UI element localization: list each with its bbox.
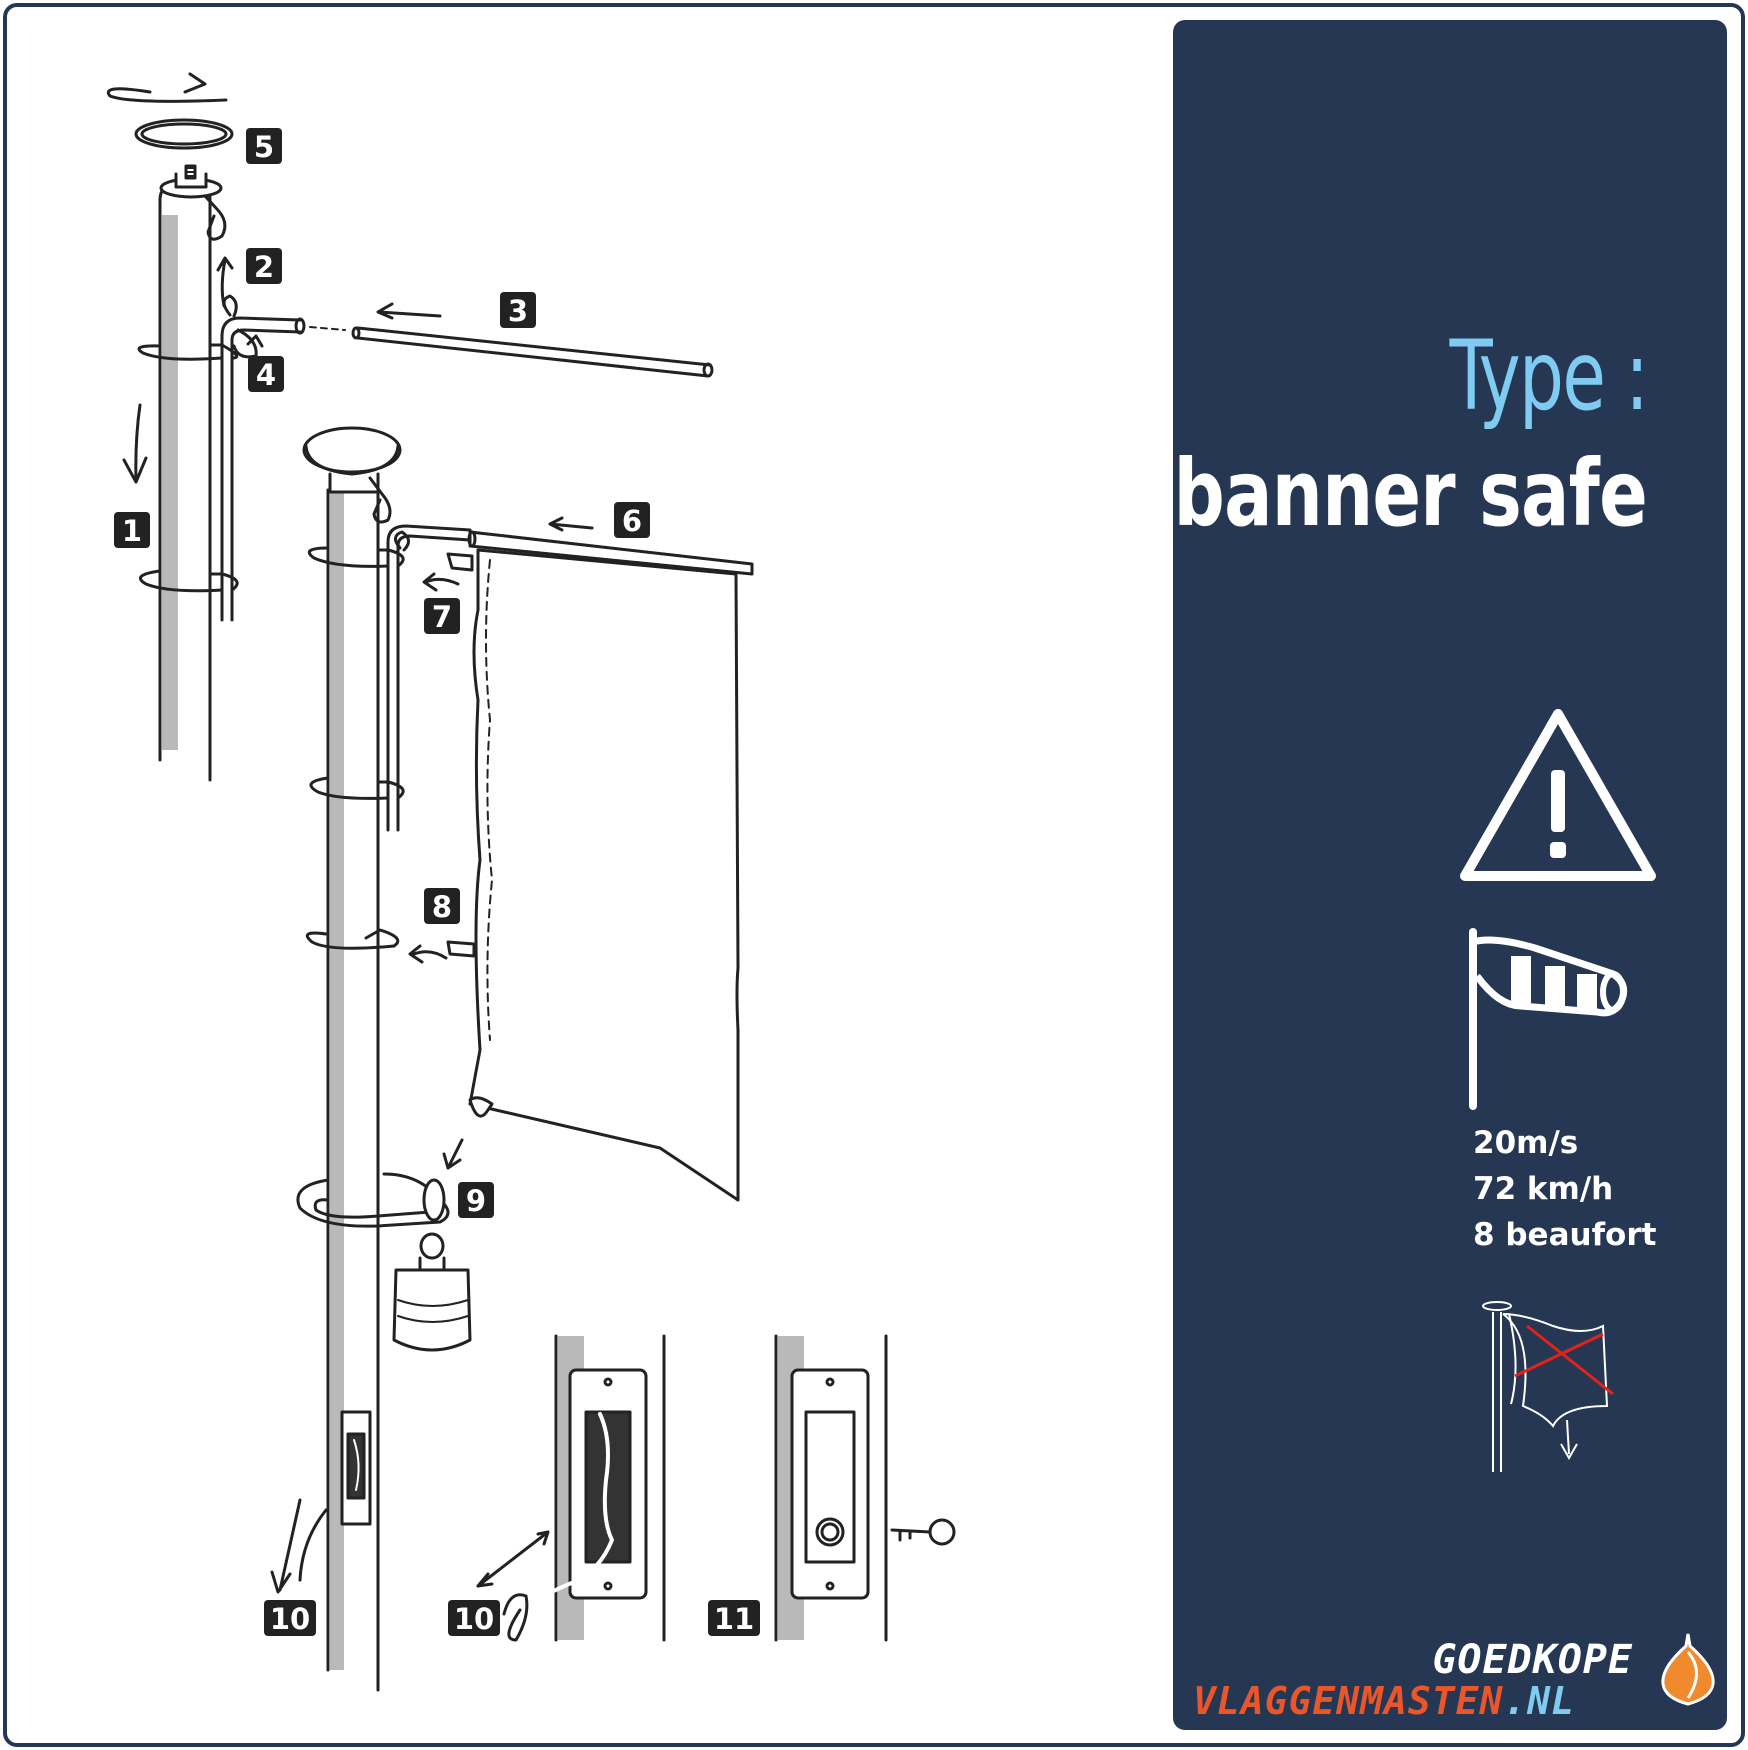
rod-3 (351, 302, 714, 378)
step-badge-2: 2 (246, 248, 282, 284)
svg-text:8: 8 (432, 890, 452, 924)
svg-text:10: 10 (270, 1602, 310, 1636)
key-icon (890, 1528, 932, 1542)
arrow-1 (122, 403, 148, 484)
flagpole-ball-icon (1661, 1633, 1715, 1706)
pole-2 (302, 426, 402, 1692)
step-badge-8: 8 (424, 888, 460, 924)
step-badge-3: 3 (500, 292, 536, 328)
logo-tld: .NL (1503, 1679, 1576, 1723)
detail-open-hatch (476, 1334, 666, 1642)
service-hatch-small (270, 1410, 372, 1594)
svg-text:4: 4 (256, 358, 276, 392)
svg-text:11: 11 (714, 1602, 754, 1636)
svg-text:2: 2 (254, 250, 274, 284)
hook-top-2 (368, 476, 392, 524)
step-badge-4: 4 (248, 356, 284, 392)
svg-text:10: 10 (454, 1602, 494, 1636)
hook-top-1 (203, 194, 227, 241)
logo-top-text: GOEDKOPE (1432, 1637, 1633, 1683)
info-panel: Type : banner safe 20m/s 72 km/h 8 beauf… (1173, 20, 1727, 1730)
lower-flag-icon (1482, 1301, 1614, 1472)
svg-text:6: 6 (622, 504, 642, 538)
windsock-icon (1469, 928, 1628, 1110)
banner (305, 516, 754, 1202)
step-badge-6: 6 (614, 502, 650, 538)
step-badge-7: 7 (424, 598, 460, 634)
logo-bottom-text: VLAGGENMASTEN.NL (1193, 1679, 1576, 1723)
step-badge-11: 11 (708, 1600, 760, 1636)
pole-cap (106, 72, 234, 150)
detail-locked-hatch (774, 1334, 956, 1642)
step-badge-10a: 10 (264, 1600, 316, 1636)
pole-1 (158, 164, 223, 782)
svg-text:3: 3 (508, 294, 528, 328)
wind-speed-ms: 20m/s (1473, 1125, 1579, 1161)
step-badge-5: 5 (246, 128, 282, 164)
warning-triangle-icon (1460, 709, 1656, 881)
weight-ring (296, 1172, 472, 1352)
svg-text:7: 7 (432, 600, 452, 634)
svg-text:5: 5 (254, 130, 274, 164)
svg-text:9: 9 (466, 1184, 486, 1218)
arm-bracket-2 (307, 524, 472, 832)
svg-text:1: 1 (122, 514, 142, 548)
type-value: banner safe (1173, 440, 1648, 547)
wind-speed-kmh: 72 km/h (1473, 1171, 1614, 1207)
type-label: Type : (1449, 320, 1649, 432)
step-badge-1: 1 (114, 512, 150, 548)
arm-bracket-1 (137, 294, 346, 622)
wind-beaufort: 8 beaufort (1473, 1217, 1657, 1253)
step-badge-9: 9 (458, 1182, 494, 1218)
step-badge-10b: 10 (448, 1600, 500, 1636)
